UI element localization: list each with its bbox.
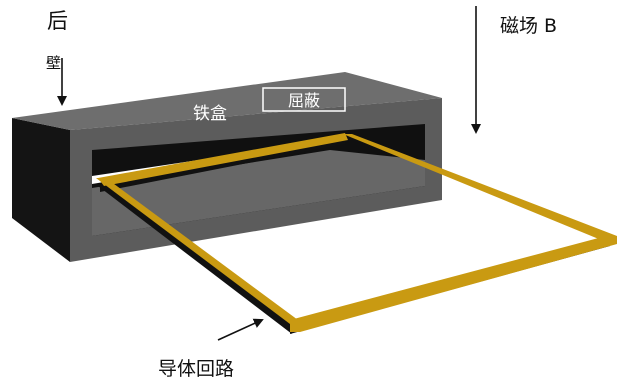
- conductor-loop-arrow: [217, 318, 264, 341]
- box-interior-floor: [92, 150, 425, 236]
- magnetic-field-label: 磁场 B: [500, 15, 557, 37]
- loop-right-bar: [343, 134, 617, 242]
- conductor-loop-label: 导体回路: [158, 358, 234, 380]
- shield-label-box: [262, 87, 346, 112]
- back-wall-label-line1: 后: [47, 9, 68, 33]
- back-wall-label-line2: 壁: [46, 54, 61, 72]
- loop-front-bar: [290, 236, 617, 332]
- conductor-loop: [96, 133, 617, 334]
- iron-box-label: 铁盒: [193, 104, 227, 124]
- loop-left-bar: [96, 178, 298, 324]
- loop-back-bar: [98, 133, 348, 186]
- loop-left-bar-shadow: [98, 184, 292, 334]
- shield-label: 屈蔽: [288, 91, 320, 110]
- box-top-face: [12, 72, 442, 130]
- box-left-face: [12, 118, 70, 262]
